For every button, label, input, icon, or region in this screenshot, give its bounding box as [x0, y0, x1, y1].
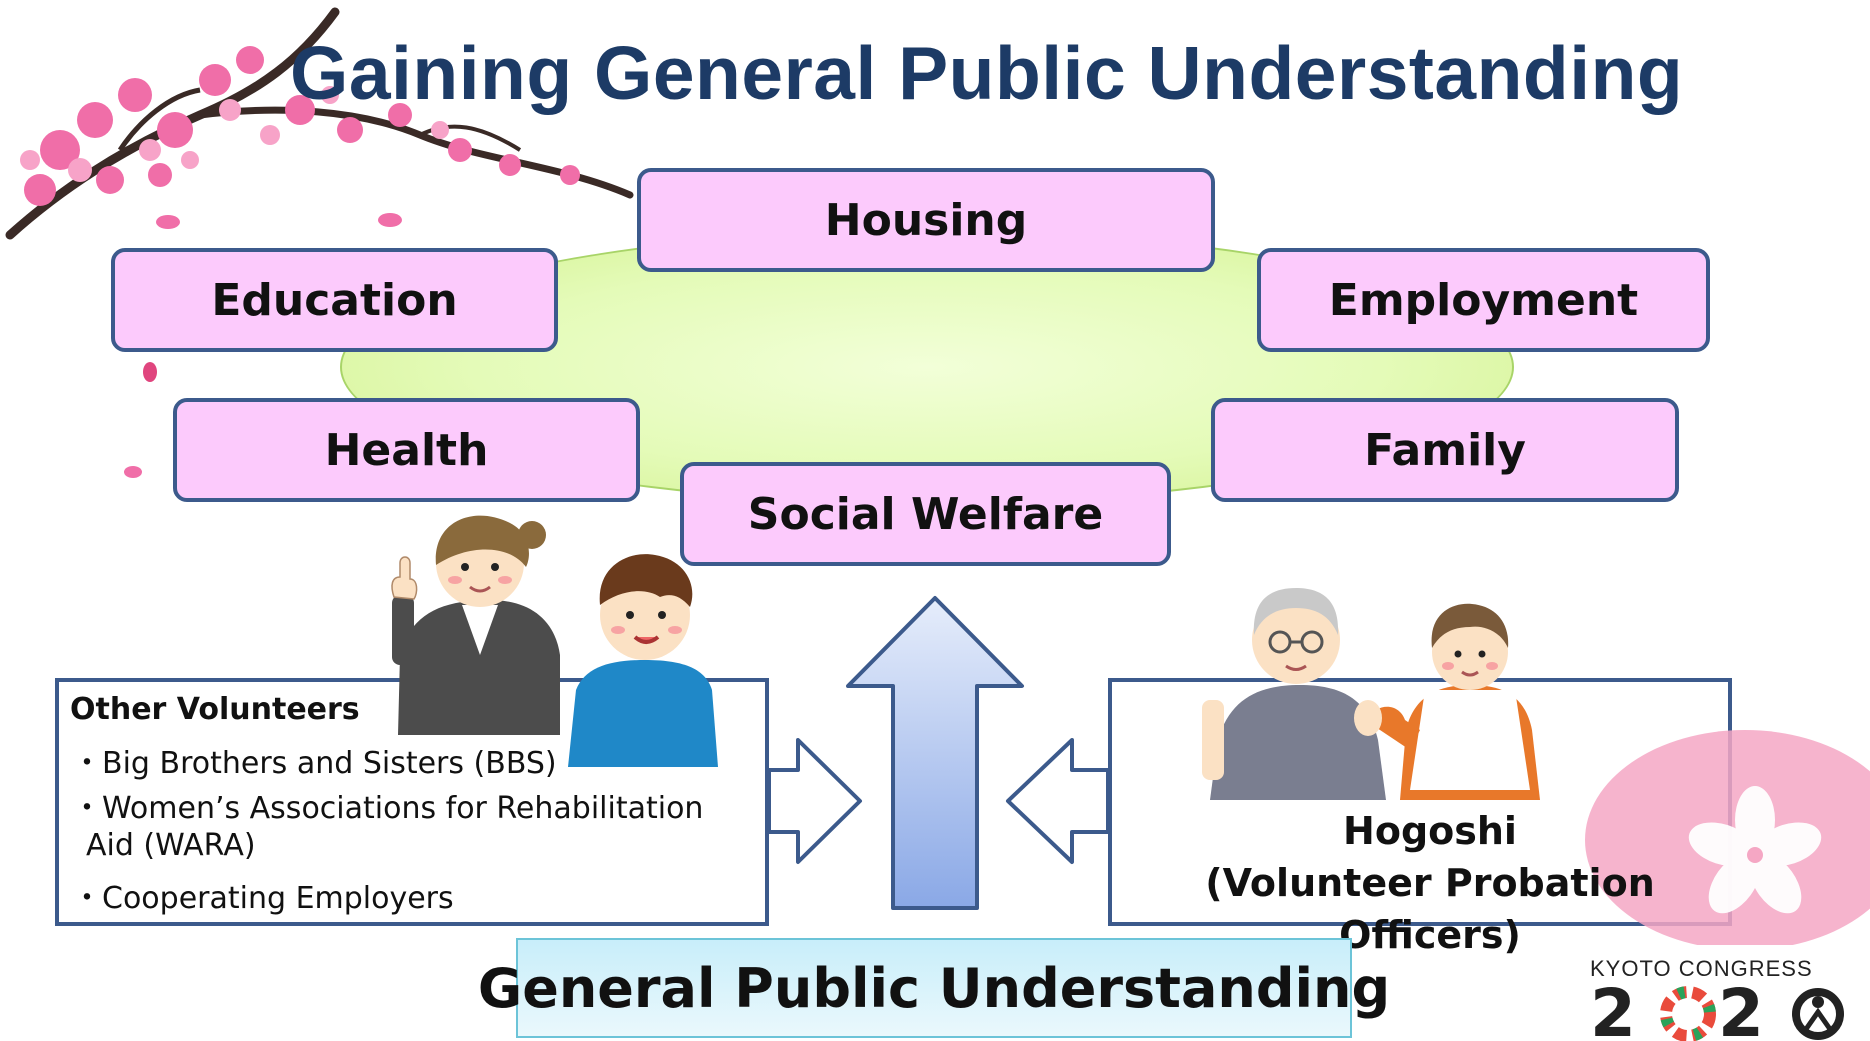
volunteer-item: ・Women’s Associations for Rehabilitation — [72, 791, 704, 826]
volunteers-illustration — [391, 515, 718, 767]
family-box: Family — [1211, 398, 1679, 502]
hogoshi-label: Hogoshi (Volunteer Probation Officers) — [1110, 805, 1750, 961]
volunteer-item: ・Cooperating Employers — [72, 881, 454, 916]
health-box: Health — [173, 398, 640, 502]
housing-label: Housing — [824, 194, 1028, 246]
volunteer-item: ・Big Brothers and Sisters (BBS) — [72, 746, 557, 781]
employment-label: Employment — [1328, 274, 1639, 326]
right-arrow-icon — [767, 738, 862, 864]
education-label: Education — [211, 274, 458, 326]
social-welfare-label: Social Welfare — [747, 488, 1104, 540]
logo-year-digit: 2 — [1590, 982, 1636, 1041]
other-volunteers-heading: Other Volunteers — [70, 692, 360, 727]
general-public-understanding-box: General Public Understanding — [478, 938, 1390, 1038]
employment-box: Employment — [1257, 248, 1710, 352]
cherry-blossom-branch-icon — [5, 7, 634, 478]
up-arrow-icon — [846, 596, 1024, 910]
logo-year-digit: 2 — [1718, 982, 1764, 1041]
left-arrow-icon — [1006, 738, 1110, 864]
volunteer-item: Aid (WARA) — [86, 828, 256, 863]
kyoto-congress-logo-text: KYOTO CONGRESS — [1590, 956, 1813, 981]
hogoshi-subtitle: (Volunteer Probation Officers) — [1205, 861, 1655, 957]
family-label: Family — [1364, 424, 1526, 476]
kyoto-congress-logo: 2 2 — [1590, 982, 1844, 1041]
education-box: Education — [111, 248, 558, 352]
hogoshi-illustration — [1202, 588, 1540, 800]
hogoshi-name: Hogoshi — [1343, 809, 1517, 853]
social-welfare-box: Social Welfare — [680, 462, 1171, 566]
health-label: Health — [324, 424, 489, 476]
page-title: Gaining General Public Understanding — [290, 31, 1684, 115]
housing-box: Housing — [637, 168, 1215, 272]
sakura-logo-icon — [1585, 730, 1870, 945]
